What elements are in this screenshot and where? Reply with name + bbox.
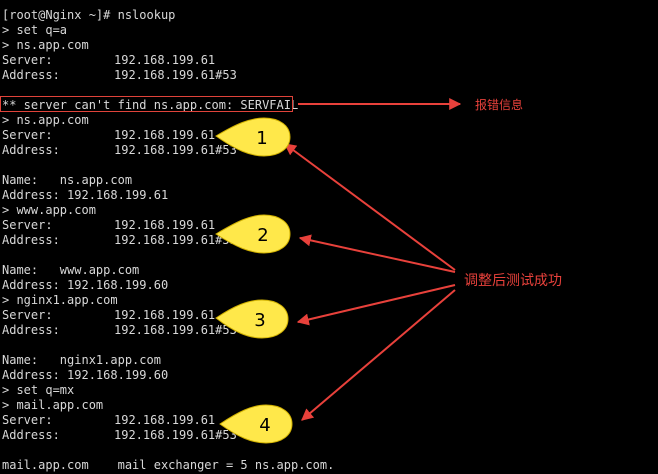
marker-4: 4 — [219, 404, 293, 444]
terminal-line: Address: 192.168.199.61#53 — [2, 233, 237, 248]
marker-3: 3 — [215, 299, 289, 339]
terminal-key: Server: — [2, 53, 53, 67]
terminal-line: ** server can't find ns.app.com: SERVFAI… — [2, 98, 299, 112]
terminal-line: Name: nginx1.app.com — [2, 353, 161, 367]
terminal-value: 192.168.199.61#53 — [114, 233, 237, 247]
terminal-line: Address: 192.168.199.60 — [2, 278, 169, 292]
marker-1: 1 — [215, 117, 291, 157]
terminal-line: Server: 192.168.199.61 — [2, 308, 215, 323]
terminal-key: Address: — [2, 233, 60, 247]
terminal-line: Server: 192.168.199.61 — [2, 218, 215, 233]
marker-2: 2 — [215, 214, 291, 254]
terminal-line: Address: 192.168.199.61#53 — [2, 68, 237, 83]
terminal-key: Address: — [2, 428, 60, 442]
success-arrow-4 — [301, 289, 456, 421]
terminal-line: > set q=mx — [2, 383, 75, 397]
terminal-key: Server: — [2, 128, 53, 142]
terminal-value: 192.168.199.61 — [114, 413, 216, 427]
terminal-line: > ns.app.com — [2, 113, 89, 127]
terminal-line: > ns.app.com — [2, 38, 89, 52]
terminal-key: Server: — [2, 308, 53, 322]
terminal-value: 192.168.199.61#53 — [114, 143, 237, 157]
terminal-line: Name: ns.app.com — [2, 173, 133, 187]
terminal-line: Server: 192.168.199.61 — [2, 53, 215, 68]
terminal-line: Address: 192.168.199.61#53 — [2, 428, 237, 443]
terminal-value: 192.168.199.61#53 — [114, 428, 237, 442]
marker-3-label: 3 — [254, 310, 265, 331]
terminal-value: 192.168.199.61 — [114, 128, 216, 142]
success-arrow-1 — [284, 143, 456, 271]
marker-1-label: 1 — [256, 128, 267, 149]
error-highlight-box — [0, 96, 293, 112]
success-arrow-3 — [296, 284, 456, 326]
terminal-line: mail.app.com mail exchanger = 5 ns.app.c… — [2, 458, 335, 472]
success-annotation-label: 调整后测试成功 — [464, 273, 562, 289]
terminal-line: Address: 192.168.199.61#53 — [2, 323, 237, 338]
terminal-key: Server: — [2, 413, 53, 427]
marker-2-label: 2 — [257, 225, 268, 246]
terminal-line: Address: 192.168.199.61#53 — [2, 143, 237, 158]
marker-4-label: 4 — [259, 415, 270, 436]
terminal-line: Server: 192.168.199.61 — [2, 128, 215, 143]
terminal-key: Address: — [2, 143, 60, 157]
terminal-value: 192.168.199.61 — [114, 53, 216, 67]
terminal-line: [root@Nginx ~]# nslookup — [2, 8, 176, 22]
terminal-line: Name: www.app.com — [2, 263, 140, 277]
terminal-line: Address: 192.168.199.60 — [2, 368, 169, 382]
error-annotation-label: 报错信息 — [475, 98, 524, 112]
terminal-line: Server: 192.168.199.61 — [2, 413, 215, 428]
terminal-value: 192.168.199.61#53 — [114, 68, 237, 82]
terminal-value: 192.168.199.61#53 — [114, 323, 237, 337]
terminal-line: > www.app.com — [2, 203, 96, 217]
terminal-line: > set q=a — [2, 23, 68, 37]
terminal-line: > mail.app.com — [2, 398, 104, 412]
terminal-line: > nginx1.app.com — [2, 293, 118, 307]
terminal-line: Address: 192.168.199.61 — [2, 188, 169, 202]
terminal-key: Address: — [2, 68, 60, 82]
success-arrow-2 — [298, 234, 456, 273]
terminal-key: Server: — [2, 218, 53, 232]
terminal-value: 192.168.199.61 — [114, 308, 216, 322]
terminal-key: Address: — [2, 323, 60, 337]
terminal-value: 192.168.199.61 — [114, 218, 216, 232]
